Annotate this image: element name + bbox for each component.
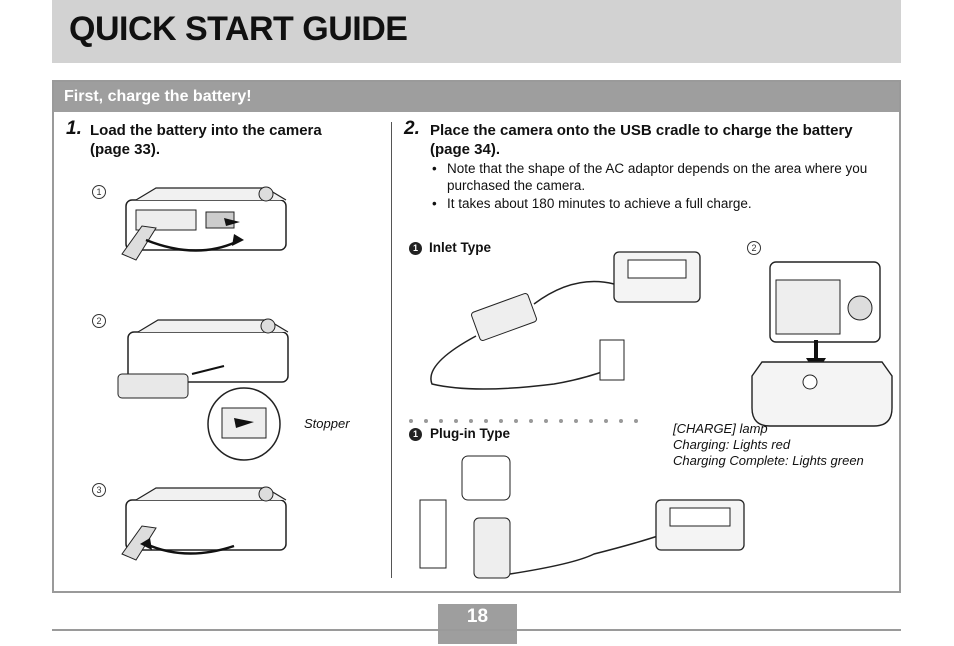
inlet-marker: 1 xyxy=(409,242,422,255)
page-number-tab xyxy=(438,631,517,644)
stopper-label: Stopper xyxy=(304,416,350,431)
plugin-adaptor-illustration xyxy=(419,455,745,579)
page-title: QUICK START GUIDE xyxy=(69,10,408,48)
plugin-marker: 1 xyxy=(409,428,422,441)
step2-text: Place the camera onto the USB cradle to … xyxy=(430,122,853,158)
cradle-marker: 2 xyxy=(747,241,761,255)
step1-marker-2: 2 xyxy=(92,314,106,328)
content-frame: First, charge the battery! 1. Load the b… xyxy=(52,80,901,593)
charge-lamp-label: [CHARGE] lamp xyxy=(673,421,768,436)
step1-number: 1. xyxy=(66,118,82,139)
page-number: 18 xyxy=(438,604,517,629)
section-title: First, charge the battery! xyxy=(64,88,252,105)
plugin-type-label: Plug-in Type xyxy=(430,426,510,441)
footer-rule xyxy=(52,629,901,631)
section-bar: First, charge the battery! xyxy=(54,82,899,112)
camera-on-cradle-illustration xyxy=(751,261,893,427)
note-item: Note that the shape of the AC adaptor de… xyxy=(430,160,900,194)
charging-status-red: Charging: Lights red xyxy=(673,437,791,452)
separator-dots xyxy=(409,410,649,423)
note-item: It takes about 180 minutes to achieve a … xyxy=(430,195,900,212)
step2-notes: Note that the shape of the AC adaptor de… xyxy=(430,160,900,213)
column-divider xyxy=(391,122,392,578)
inlet-type-label: Inlet Type xyxy=(429,240,492,255)
inlet-adaptor-illustration xyxy=(430,251,701,390)
page-header: QUICK START GUIDE xyxy=(52,0,901,63)
camera-insert-battery-illustration xyxy=(117,318,289,461)
step2-number: 2. xyxy=(404,118,420,139)
charging-status-green: Charging Complete: Lights green xyxy=(673,453,864,468)
camera-close-cover-illustration xyxy=(121,486,287,561)
step1-text: Load the battery into the camera (page 3… xyxy=(90,122,322,158)
step1-marker-1: 1 xyxy=(92,185,106,199)
camera-open-battery-illustration xyxy=(121,186,287,261)
step1-marker-3: 3 xyxy=(92,483,106,497)
